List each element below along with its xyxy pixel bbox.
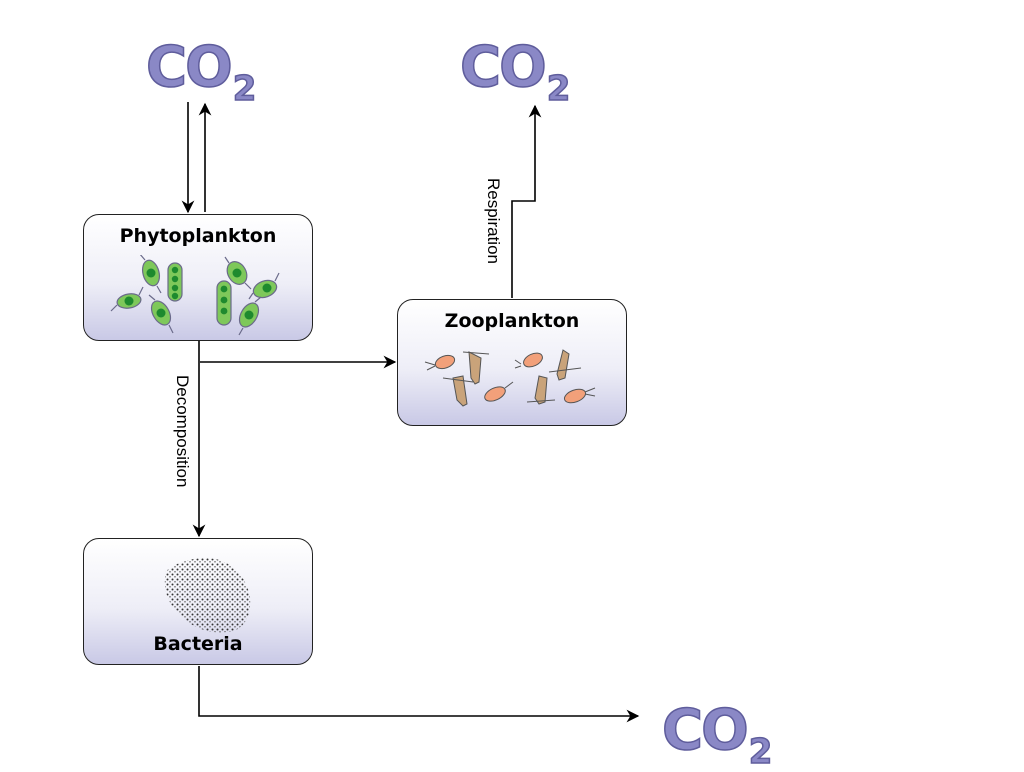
- bacteria-node: Bacteria: [83, 538, 313, 665]
- zooplankton-illustration: [424, 349, 596, 407]
- zooplankton-title: Zooplankton: [444, 310, 580, 332]
- phytoplankton-title: Phytoplankton: [119, 225, 277, 247]
- bacteria-title: Bacteria: [153, 633, 243, 655]
- respiration-label: Respiration: [484, 178, 503, 264]
- co2-label-bottom-right: CO2: [661, 698, 773, 772]
- zooplankton-node: Zooplankton: [397, 299, 627, 426]
- bacteria-cluster-illustration: [164, 558, 251, 633]
- co2-label-top-left: CO2: [145, 35, 257, 109]
- arrow-bacteria-to-co2: [198, 666, 640, 723]
- arrow-respiration: [511, 104, 542, 298]
- decomposition-label: Decomposition: [173, 375, 192, 488]
- co2-label-top-right: CO2: [459, 35, 571, 109]
- phytoplankton-cells-illustration: [110, 255, 280, 336]
- phytoplankton-node: Phytoplankton: [83, 214, 313, 341]
